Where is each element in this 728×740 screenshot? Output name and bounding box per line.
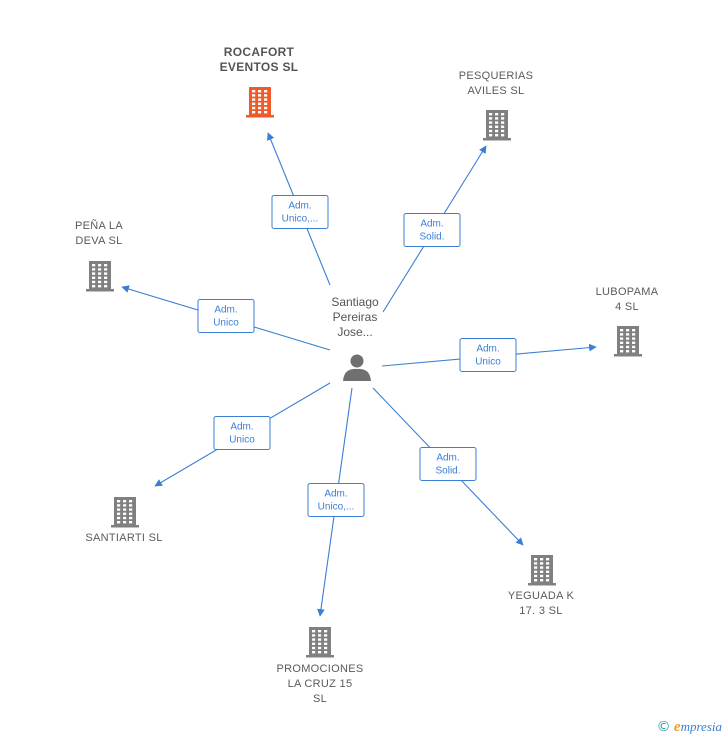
person-name-line: Jose... <box>337 325 372 339</box>
company-name-line: PROMOCIONES <box>276 663 363 675</box>
edge-pesquerias: Adm. Solid. <box>382 145 487 313</box>
person-name-line: Pereiras <box>333 310 378 324</box>
edge-label-text: Adm. Unico <box>475 344 501 368</box>
company-name-line: 17. 3 SL <box>519 605 562 617</box>
edge-label-text: Adm. Unico,... <box>318 489 355 513</box>
building-icon[interactable] <box>528 555 556 586</box>
edge-label-text-line: Unico,... <box>282 214 319 225</box>
edge-label-box[interactable] <box>197 299 255 333</box>
company-name: PEÑA LA DEVA SL <box>75 219 123 247</box>
company-name-line: PEÑA LA <box>75 219 123 232</box>
edge-label-lubopama[interactable]: Adm. Unico <box>459 338 517 372</box>
company-name-line: AVILES SL <box>468 85 525 97</box>
edge-lubopama: Adm. Unico <box>381 338 597 372</box>
building-icon[interactable] <box>614 326 642 357</box>
company-name-line: LA CRUZ 15 <box>288 678 353 690</box>
company-name: SANTIARTI SL <box>85 532 162 544</box>
person-icon <box>343 354 371 381</box>
building-icon[interactable] <box>306 627 334 658</box>
company-name-line: ROCAFORT <box>224 45 295 59</box>
copyright-icon: © <box>656 719 671 735</box>
company-name: PESQUERIAS AVILES SL <box>459 70 534 97</box>
company-name: LUBOPAMA 4 SL <box>596 286 659 313</box>
edge-label-promociones[interactable]: Adm. Unico,... <box>307 483 365 517</box>
edge-label-text-line: Solid. <box>419 232 444 243</box>
edge-label-yeguada[interactable]: Adm. Solid. <box>419 447 477 481</box>
brand-initial: e <box>673 719 681 735</box>
edge-label-text-line: Adm. <box>476 344 499 355</box>
edge-label-text-line: Solid. <box>435 466 460 477</box>
company-name-line: SL <box>313 693 327 705</box>
edge-yeguada: Adm. Solid. <box>372 387 524 546</box>
building-icon[interactable] <box>483 110 511 141</box>
edge-label-text-line: Unico <box>475 357 501 368</box>
edge-label-rocafort[interactable]: Adm. Unico,... <box>271 195 329 229</box>
edge-rocafort: Adm. Unico,... <box>267 132 331 286</box>
company-node-pesquerias[interactable]: PESQUERIAS AVILES SL <box>459 70 534 141</box>
edge-label-text-line: Adm. <box>230 422 253 433</box>
edge-label-text-line: Adm. <box>288 201 311 212</box>
edge-promociones: Adm. Unico,... <box>307 387 365 617</box>
brand-name: mpresia <box>680 719 722 734</box>
company-node-santiarti[interactable]: SANTIARTI SL <box>85 497 162 544</box>
company-name-line: SANTIARTI SL <box>85 532 162 544</box>
edge-label-box[interactable] <box>213 416 271 450</box>
edge-label-text: Adm. Unico <box>229 422 255 446</box>
edge-label-text-line: Adm. <box>214 305 237 316</box>
edge-label-box[interactable] <box>419 447 477 481</box>
company-node-pena[interactable]: PEÑA LA DEVA SL <box>75 219 123 292</box>
person-name-line: Santiago <box>331 295 379 309</box>
company-name: YEGUADA K 17. 3 SL <box>508 590 575 617</box>
edge-label-pena[interactable]: Adm. Unico <box>197 299 255 333</box>
edge-label-box[interactable] <box>307 483 365 517</box>
edge-label-box[interactable] <box>271 195 329 229</box>
edge-label-text: Adm. Solid. <box>419 219 444 243</box>
edges-layer: Adm.Unico,...Adm.Solid.Adm.UnicoAdm.Unic… <box>121 132 597 617</box>
company-name-line: YEGUADA K <box>508 590 575 602</box>
company-name-line: EVENTOS SL <box>220 60 299 74</box>
edge-label-santiarti[interactable]: Adm. Unico <box>213 416 271 450</box>
company-node-promociones[interactable]: PROMOCIONES LA CRUZ 15 SL <box>276 627 363 705</box>
edge-label-box[interactable] <box>403 213 461 247</box>
edge-label-text-line: Unico <box>229 435 255 446</box>
edge-label-text-line: Unico,... <box>318 502 355 513</box>
edge-label-text: Adm. Unico,... <box>282 201 319 225</box>
company-node-yeguada[interactable]: YEGUADA K 17. 3 SL <box>508 555 575 617</box>
building-icon[interactable] <box>246 87 274 118</box>
edge-label-text-line: Adm. <box>420 219 443 230</box>
building-icon[interactable] <box>86 261 114 292</box>
edge-label-text-line: Adm. <box>324 489 347 500</box>
edge-label-text: Adm. Unico <box>213 305 239 329</box>
edge-label-box[interactable] <box>459 338 517 372</box>
building-icon[interactable] <box>111 497 139 528</box>
company-node-lubopama[interactable]: LUBOPAMA 4 SL <box>596 286 659 357</box>
edge-label-text: Adm. Solid. <box>435 453 460 477</box>
company-name: PROMOCIONES LA CRUZ 15 SL <box>276 663 363 705</box>
edge-label-text-line: Adm. <box>436 453 459 464</box>
company-name-line: 4 SL <box>615 301 639 313</box>
edge-santiarti: Adm. Unico <box>154 382 331 487</box>
company-name-line: LUBOPAMA <box>596 286 659 298</box>
footer-brand: © empresia <box>657 719 722 736</box>
company-name-line: PESQUERIAS <box>459 70 534 82</box>
company-name-line: DEVA SL <box>75 235 122 247</box>
edge-pena: Adm. Unico <box>121 285 331 351</box>
edge-label-text-line: Unico <box>213 318 239 329</box>
edge-label-pesquerias[interactable]: Adm. Solid. <box>403 213 461 247</box>
